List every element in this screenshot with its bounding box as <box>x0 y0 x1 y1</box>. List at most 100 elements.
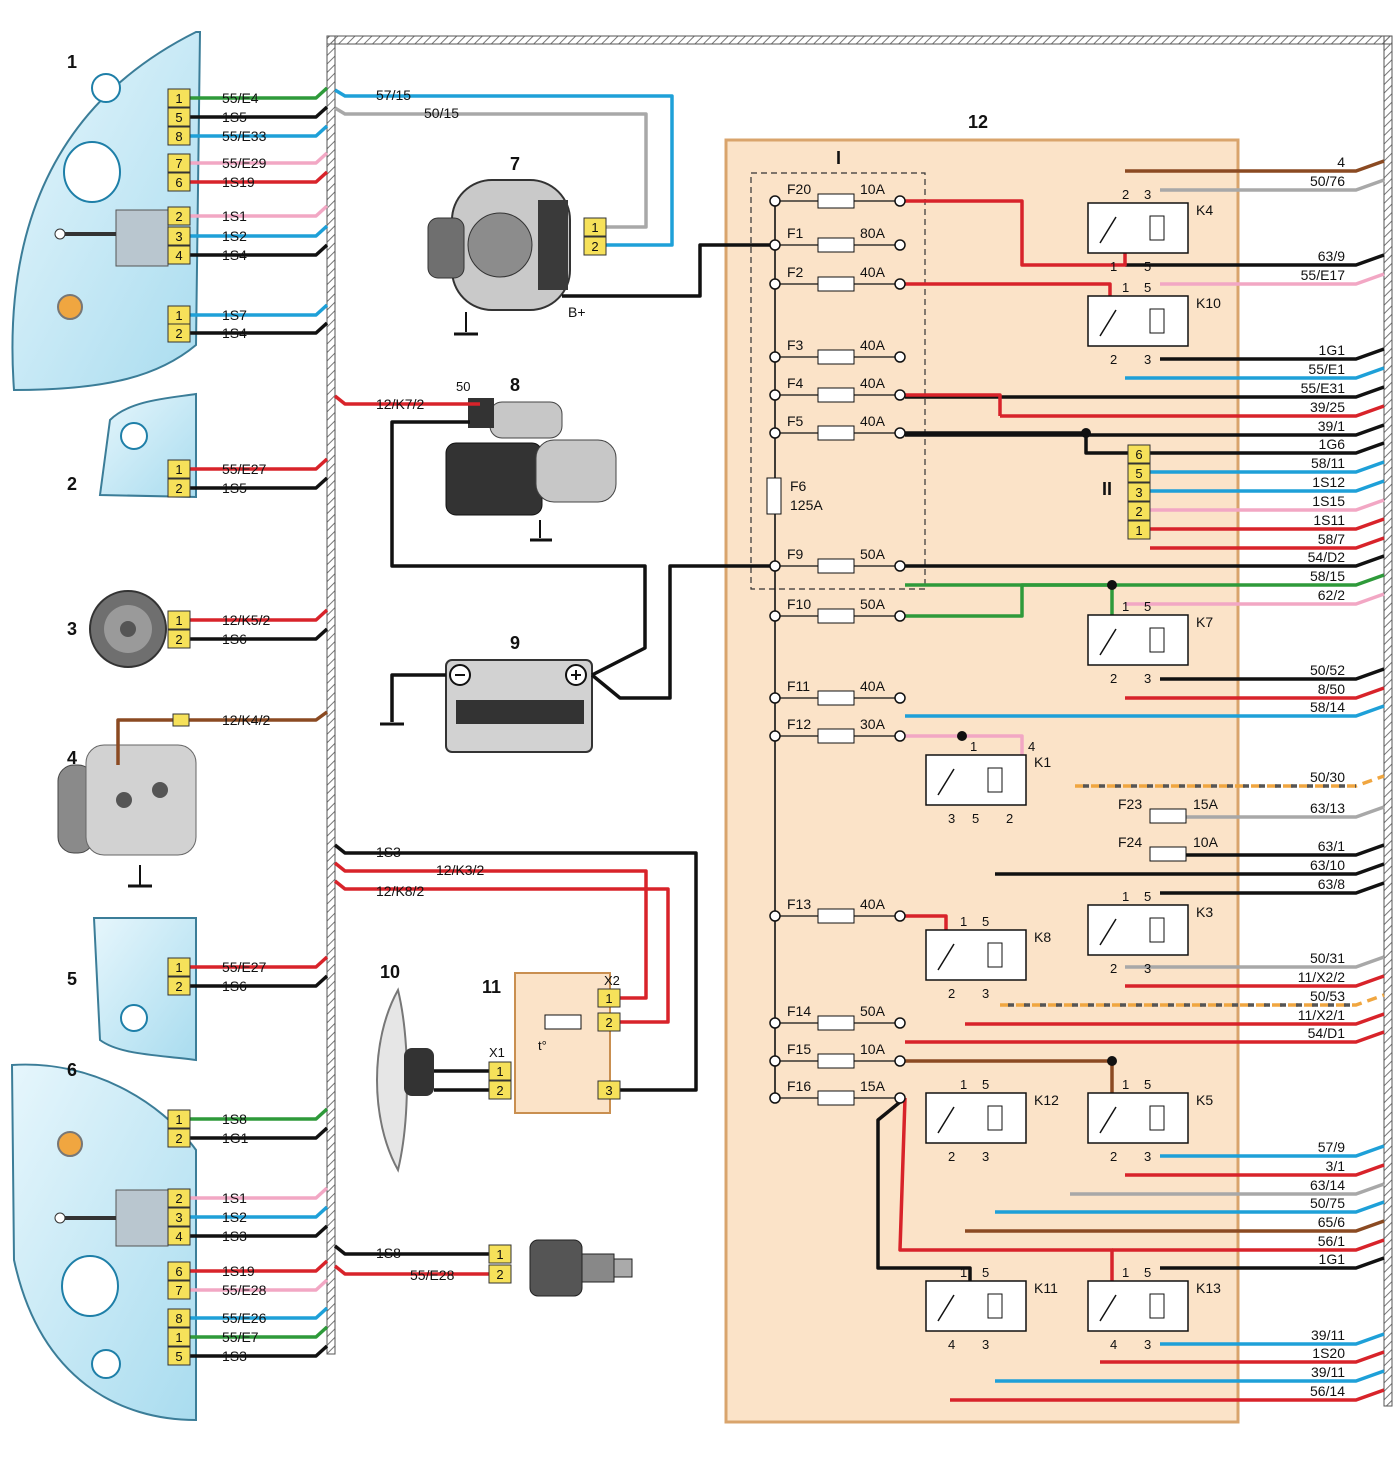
wire-label: 12/K8/2 <box>376 883 424 899</box>
fuse-node <box>894 351 906 363</box>
relay-pin-number: 2 <box>1006 811 1013 826</box>
fuse-node <box>769 1055 781 1067</box>
component-number-10: 10 <box>380 962 400 982</box>
connector-pin <box>167 629 191 649</box>
wire-label: 8/50 <box>1318 681 1345 697</box>
harness-wire <box>190 86 329 100</box>
wire-label: 39/25 <box>1310 399 1345 415</box>
wire-label: 1S8 <box>376 1245 401 1261</box>
harness-wire <box>333 394 480 406</box>
harness-wire <box>190 1344 329 1358</box>
harness-wire <box>190 1224 329 1238</box>
connector-pin-number: 2 <box>591 239 598 254</box>
harness-wire <box>190 1325 329 1339</box>
connector-pin <box>167 1261 191 1281</box>
harness-wire <box>190 170 329 184</box>
wire-label: 58/15 <box>1310 568 1345 584</box>
ground-wire <box>390 673 446 722</box>
connector-pin <box>1127 463 1151 483</box>
fuse-element <box>817 690 855 706</box>
lamp-bulb-icon <box>91 1349 121 1379</box>
relay-body <box>1087 614 1189 666</box>
harness-wire <box>965 1219 1385 1233</box>
connector-pin <box>167 126 191 146</box>
harness-wire <box>190 321 329 335</box>
wire-label: 50/52 <box>1310 662 1345 678</box>
relay-pin-number: 3 <box>982 1149 989 1164</box>
connector-pin-number: 2 <box>1135 504 1142 519</box>
connector-pin <box>597 988 621 1008</box>
alternator-bplus-label: B+ <box>568 304 586 320</box>
harness-wire <box>333 1244 489 1256</box>
harness-wire <box>334 88 674 247</box>
fuse-rating: 40A <box>860 264 886 280</box>
harness-wire <box>1160 1144 1385 1158</box>
internal-wire <box>905 393 1002 416</box>
component-number-11: 11 <box>482 977 501 997</box>
connector-pin <box>597 1080 621 1100</box>
battery-wire <box>590 564 775 700</box>
component-number-12: 12 <box>968 112 988 132</box>
harness-wire <box>905 1030 1385 1044</box>
fuse-node <box>894 389 906 401</box>
harness-wire <box>190 124 329 138</box>
connector-pin <box>167 1109 191 1129</box>
relay-body <box>925 1092 1027 1144</box>
harness-wire <box>334 106 648 229</box>
wire-label: 1S6 <box>222 978 247 994</box>
component-number-8: 8 <box>510 375 520 395</box>
connector-pin <box>597 1012 621 1032</box>
connector-pin <box>167 88 191 108</box>
fuse-name: F14 <box>787 1003 811 1019</box>
fuse-rating: 30A <box>860 716 886 732</box>
indicator-bulb-icon <box>57 294 83 320</box>
relay-pin-number: 1 <box>1122 889 1129 904</box>
wire-label: 1G1 <box>222 1130 249 1146</box>
fuse-node <box>769 610 781 622</box>
harness-wire <box>1125 974 1385 988</box>
harness-wire <box>190 204 329 218</box>
harness-wire <box>1000 404 1385 418</box>
connector-pin <box>167 1128 191 1148</box>
wire-label: 1S6 <box>222 631 247 647</box>
harness-wire <box>1125 686 1385 700</box>
fuse-name: F11 <box>787 678 810 694</box>
lamp-bulb-icon <box>61 1255 119 1317</box>
fuse-node <box>894 1055 906 1067</box>
harness-wire <box>1150 460 1385 474</box>
indicator-bulb-icon <box>57 1131 83 1157</box>
wire-label: 50/31 <box>1310 950 1345 966</box>
relay-pin-number: 1 <box>1122 599 1129 614</box>
fuse-name: F5 <box>787 413 804 429</box>
fuse-node <box>894 692 906 704</box>
relay-pin-number: 5 <box>1144 1077 1151 1092</box>
fuse-rating: 40A <box>860 896 886 912</box>
wire-label: 57/15 <box>376 87 411 103</box>
relay-coil <box>1149 627 1165 653</box>
wire-label: 58/11 <box>1311 455 1345 471</box>
harness-wire <box>190 627 329 641</box>
starter-wire <box>390 420 647 677</box>
fuse-node <box>769 239 781 251</box>
harness-wire <box>190 1107 329 1121</box>
wire-label: 1S2 <box>222 228 247 244</box>
wire-label: 1G1 <box>1319 1251 1346 1267</box>
harness-wire <box>333 879 670 1024</box>
harness-wire <box>1125 1163 1385 1177</box>
fuse-rating: 40A <box>860 678 886 694</box>
horn <box>89 590 167 668</box>
component-number-5: 5 <box>67 969 77 989</box>
headlight-right <box>10 1063 197 1422</box>
connector-pin-number: 5 <box>175 110 182 125</box>
relay-contact <box>1099 309 1117 337</box>
connector-pin-number: 6 <box>175 1264 182 1279</box>
connector-pin <box>167 153 191 173</box>
relay-pin-number: 5 <box>982 1265 989 1280</box>
relay-body <box>925 1280 1027 1332</box>
connector-pin-number: 7 <box>175 1283 182 1298</box>
internal-wire <box>876 1096 972 1281</box>
wire-label: 55/E7 <box>222 1329 259 1345</box>
connector-pin <box>488 1244 512 1264</box>
wire-label: 1S11 <box>1313 512 1345 528</box>
